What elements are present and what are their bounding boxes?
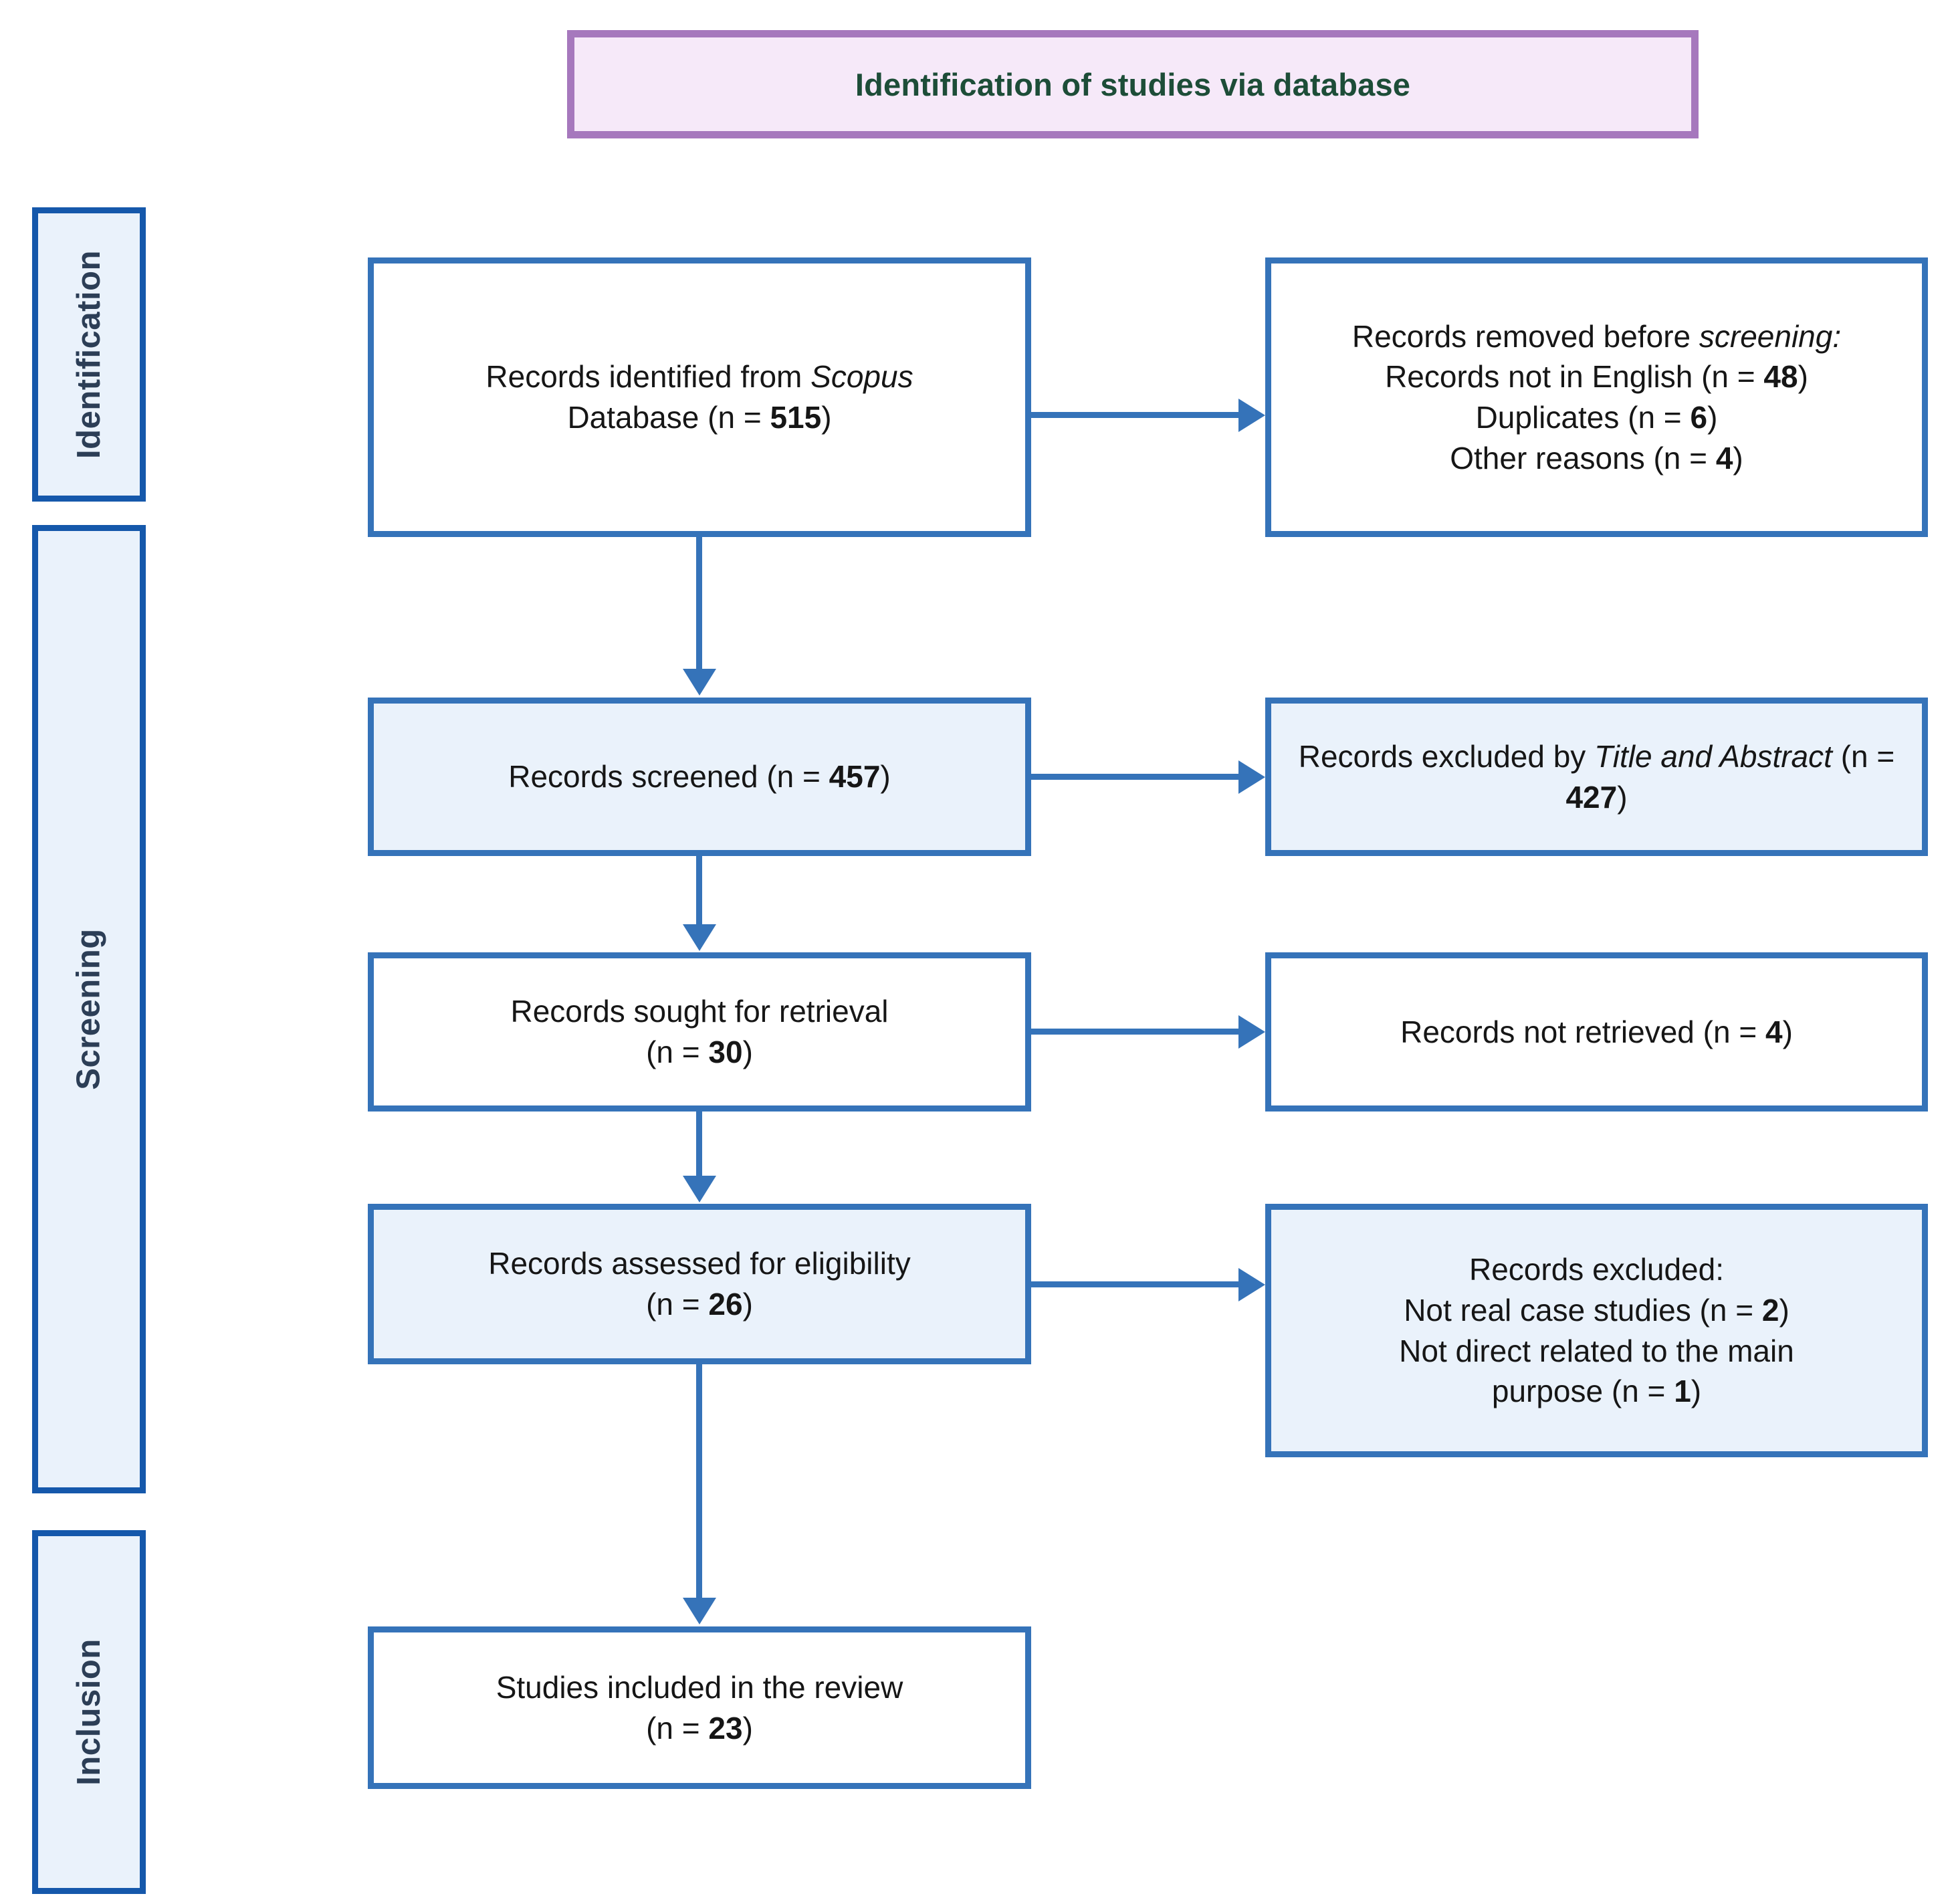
arrowhead-identified-to-screened	[683, 669, 716, 696]
box-records-not-retrieved: Records not retrieved (n = 4)	[1265, 952, 1928, 1112]
diagram-title: Identification of studies via database	[855, 66, 1411, 102]
arrowhead-screened-to-sought	[683, 924, 716, 951]
box-records-excluded-title-abstract-text: Records excluded by Title and Abstract (…	[1298, 738, 1895, 815]
box-records-assessed-for-eligibility-text: Records assessed for eligibility (n = 26…	[488, 1246, 911, 1321]
diagram-title-banner: Identification of studies via database	[567, 30, 1699, 138]
connector-identified-to-removed	[1031, 412, 1240, 418]
connector-sought-to-not-retrieved	[1031, 1029, 1240, 1035]
box-records-screened-text: Records screened (n = 457)	[508, 759, 891, 795]
arrowhead-sought-to-not-retrieved	[1238, 1015, 1265, 1049]
arrowhead-sought-to-assessed	[683, 1176, 716, 1202]
connector-screened-to-excluded-ta	[1031, 774, 1240, 780]
box-records-sought-for-retrieval: Records sought for retrieval (n = 30)	[368, 952, 1031, 1112]
box-records-identified: Records identified from Scopus Database …	[368, 257, 1031, 537]
box-records-excluded-title-abstract: Records excluded by Title and Abstract (…	[1265, 698, 1928, 856]
connector-assessed-to-excluded-final	[1031, 1281, 1240, 1287]
box-records-assessed-for-eligibility: Records assessed for eligibility (n = 26…	[368, 1204, 1031, 1364]
arrowhead-identified-to-removed	[1238, 399, 1265, 432]
stage-label-screening: Screening	[32, 525, 146, 1493]
arrowhead-assessed-to-included	[683, 1598, 716, 1624]
box-studies-included: Studies included in the review (n = 23)	[368, 1626, 1031, 1789]
arrowhead-assessed-to-excluded-final	[1238, 1268, 1265, 1301]
stage-label-inclusion-text: Inclusion	[71, 1638, 108, 1786]
stage-label-identification: Identification	[32, 207, 146, 502]
connector-screened-to-sought	[696, 856, 702, 926]
box-studies-included-text: Studies included in the review (n = 23)	[496, 1669, 903, 1746]
box-records-sought-for-retrieval-text: Records sought for retrieval (n = 30)	[510, 994, 889, 1069]
box-records-excluded-final: Records excluded: Not real case studies …	[1265, 1204, 1928, 1457]
box-records-removed: Records removed before screening: Record…	[1265, 257, 1928, 537]
box-records-removed-text: Records removed before screening: Record…	[1351, 318, 1842, 475]
box-records-excluded-final-text: Records excluded: Not real case studies …	[1399, 1252, 1794, 1409]
box-records-identified-text: Records identified from Scopus Database …	[485, 359, 913, 435]
stage-label-inclusion: Inclusion	[32, 1530, 146, 1894]
connector-assessed-to-included	[696, 1364, 702, 1600]
box-records-screened: Records screened (n = 457)	[368, 698, 1031, 856]
connector-sought-to-assessed	[696, 1112, 702, 1178]
box-records-not-retrieved-text: Records not retrieved (n = 4)	[1400, 1014, 1793, 1049]
stage-label-identification-text: Identification	[71, 250, 108, 459]
connector-identified-to-screened	[696, 537, 702, 671]
arrowhead-screened-to-excluded-ta	[1238, 760, 1265, 794]
stage-label-screening-text: Screening	[71, 928, 108, 1090]
